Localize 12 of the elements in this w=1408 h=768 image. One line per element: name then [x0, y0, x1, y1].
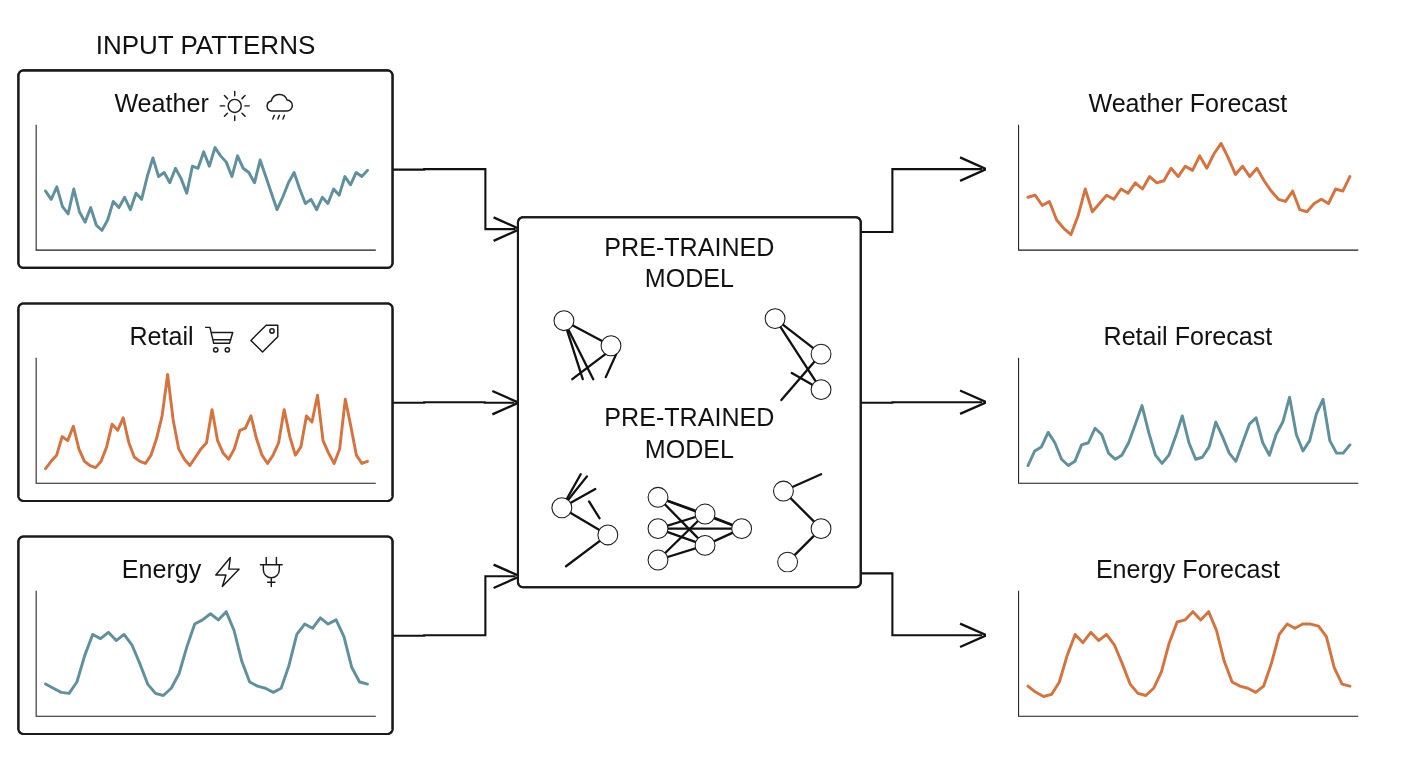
node-title: PRE-TRAINED MODEL	[603, 231, 776, 295]
node-title: Weather Forecast	[1088, 89, 1288, 118]
node-title: Retail	[129, 322, 194, 351]
node-title: Retail Forecast	[1103, 322, 1273, 351]
arrow	[861, 572, 988, 649]
column-heading: INPUT PATTERNS	[95, 29, 316, 63]
arrow	[861, 389, 988, 416]
arrow	[861, 156, 988, 234]
node-title: Weather	[114, 89, 209, 118]
node-title: Energy Forecast	[1095, 555, 1280, 584]
node-title: PRE-TRAINED MODEL	[603, 402, 776, 465]
node-title: Energy	[121, 555, 202, 584]
